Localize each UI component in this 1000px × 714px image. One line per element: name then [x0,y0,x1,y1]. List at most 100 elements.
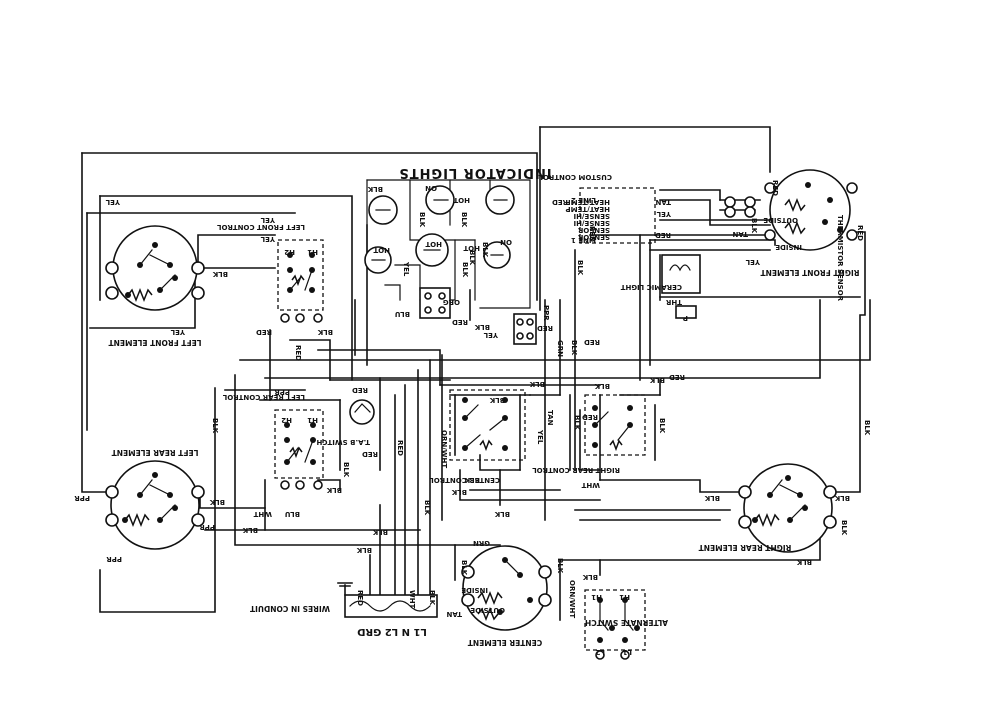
indicator-lights-title: INDICATOR LIGHTS [398,165,551,180]
wire-label: WHT [408,590,416,609]
wire-label: BLK [704,494,720,502]
wire-label: BLK [474,323,490,331]
wire-label: BLK [576,260,584,276]
label-inside: INSIDE [461,586,488,594]
tab-switch-label: T.A.B SWITCH [316,438,370,446]
center-element-label: CENTER ELEMENT [467,638,542,647]
wire-label: RED [588,226,596,242]
wire-label: BLK [468,250,476,266]
wire-label: PPR [542,305,550,321]
ceramic-light: CERAMIC LIGHT THR P [620,254,701,322]
wire-label: BLK [863,420,871,436]
custom-control-item: SENSOR [577,226,610,234]
right-rear-element: RIGHT REAR ELEMENT BLK BLK BLK BLK BLK [698,420,871,566]
wire-label: BLK [317,328,333,336]
wire-label: BLK [451,488,467,496]
wire-label: BLK [326,486,342,494]
wire-label: BLK [460,212,468,228]
ceramic-light-label: CERAMIC LIGHT [620,283,682,291]
wire-label: BLK [342,462,350,478]
wire-label: BLK [582,573,598,581]
wire-label: BLK [529,380,545,388]
wire-label: PPR [274,388,290,396]
label-on-2: ON [500,238,512,246]
label-line2: LINE 2 [571,196,596,204]
wire-label: RED [452,318,468,326]
wire-label: BLK [372,528,388,536]
custom-control-item: SENSE/HI [573,219,610,227]
wire-label: YEL [260,235,276,243]
wire-label: GRN [473,539,490,547]
label-h1: H1 [307,416,318,424]
center-control: CENTER CONTROL ORN/WHT TAN YEL BLK BLK B… [429,380,554,518]
custom-control-item: SENSOR [577,233,610,241]
wire-label: BLK [461,262,469,278]
wire-label: BLK [834,494,850,502]
label-thermistor-sensor: THERMISTOR SENSOR [836,215,844,302]
wire-label: PPR [106,555,122,563]
left-front-element: LEFT FRONT ELEMENT YEL YEL BLK YEL YEL [105,198,276,347]
left-rear-control: LEFT REAR CONTROL H2 H1 PPR BLU WHT BLK … [222,388,350,518]
left-rear-element-label: LEFT REAR ELEMENT [111,448,199,457]
custom-control-item: HEAT/TEMP [566,198,611,206]
label-hot-4: HOT [373,246,390,254]
wires-in-conduit-label: WIRES IN CONDUIT [249,604,330,613]
wire-label: BLK [750,218,758,234]
right-rear-element-label: RIGHT REAR ELEMENT [698,543,792,552]
wire-label: RED [356,590,364,606]
label-h2: H2 [281,416,292,424]
label-l1: L1 [623,648,632,656]
wire-label: RED [256,328,272,336]
wire-label: RED [552,198,568,206]
wire-label: BLK [658,418,666,434]
outer-wires [81,126,871,621]
wire-label: BLK [428,590,436,606]
wire-label: RED [582,413,598,421]
wire-label: BLK [649,376,665,384]
right-front-element-label: RIGHT FRONT ELEMENT [760,268,860,277]
wire-label: BLK [418,212,426,228]
custom-control-item: SENSE/HI [573,212,610,220]
wire-label: BLK [211,418,219,434]
wire-label: BLK [594,382,610,390]
label-h1: H1 [619,593,630,601]
center-element: CENTER ELEMENT INSIDE OUTSIDE GRN BLK OR… [446,539,576,647]
label-outside: OUTSIDE [470,606,505,614]
wire-label: RED [294,345,302,361]
wire-label: WHT [253,510,272,518]
left-rear-control-label: LEFT REAR CONTROL [222,393,305,401]
wire-label: RED [396,440,404,456]
wire-label: BLK [460,560,468,576]
wire-label: BLK [464,476,480,484]
wire-label: RED [362,450,378,458]
wire-label: BLK [481,242,489,258]
right-rear-control-label: RIGHT REAR CONTROL [532,466,620,474]
wire-label: YEL [260,216,276,224]
terminal-labels: L1 N L2 GRD [357,626,427,637]
label-thr: THR [665,298,682,306]
custom-control-label: CUSTOM CONTROL [538,173,612,181]
wire-label: BLK [840,520,848,536]
left-front-element-label: LEFT FRONT ELEMENT [108,338,202,347]
label-on: ON [425,184,437,192]
wire-label: BLK [489,396,505,404]
wire-label: BLK [494,510,510,518]
label-inside: INSIDE [775,243,802,251]
wire-label: YEL [170,328,186,336]
label-line1: LINE 1 [571,236,596,244]
left-front-control: LEFT FRONT CONTROL H2 H1 RED RED BLK [217,223,333,361]
power-conduit: WIRES IN CONDUIT L1 N L2 GRD RED WHT BLK… [249,440,438,637]
wire-label: BLK [556,558,564,574]
wire-label: TAN [446,610,462,618]
wire-label: TAN [732,230,748,238]
label-hot: HOT [453,196,470,204]
wire-label: RED [856,225,864,241]
right-front-element: RIGHT FRONT ELEMENT OUTSIDE INSIDE THERM… [724,169,864,302]
wire-label: YEL [483,331,499,339]
right-rear-control: RIGHT REAR CONTROL WHT BLK BLK BLK BLK R… [532,373,685,489]
wire-label: RED [352,386,368,394]
custom-control: CUSTOM CONTROL HEAT/TEMP HEAT/TEMP SENSE… [538,173,672,244]
wire-label: BLK [423,500,431,516]
